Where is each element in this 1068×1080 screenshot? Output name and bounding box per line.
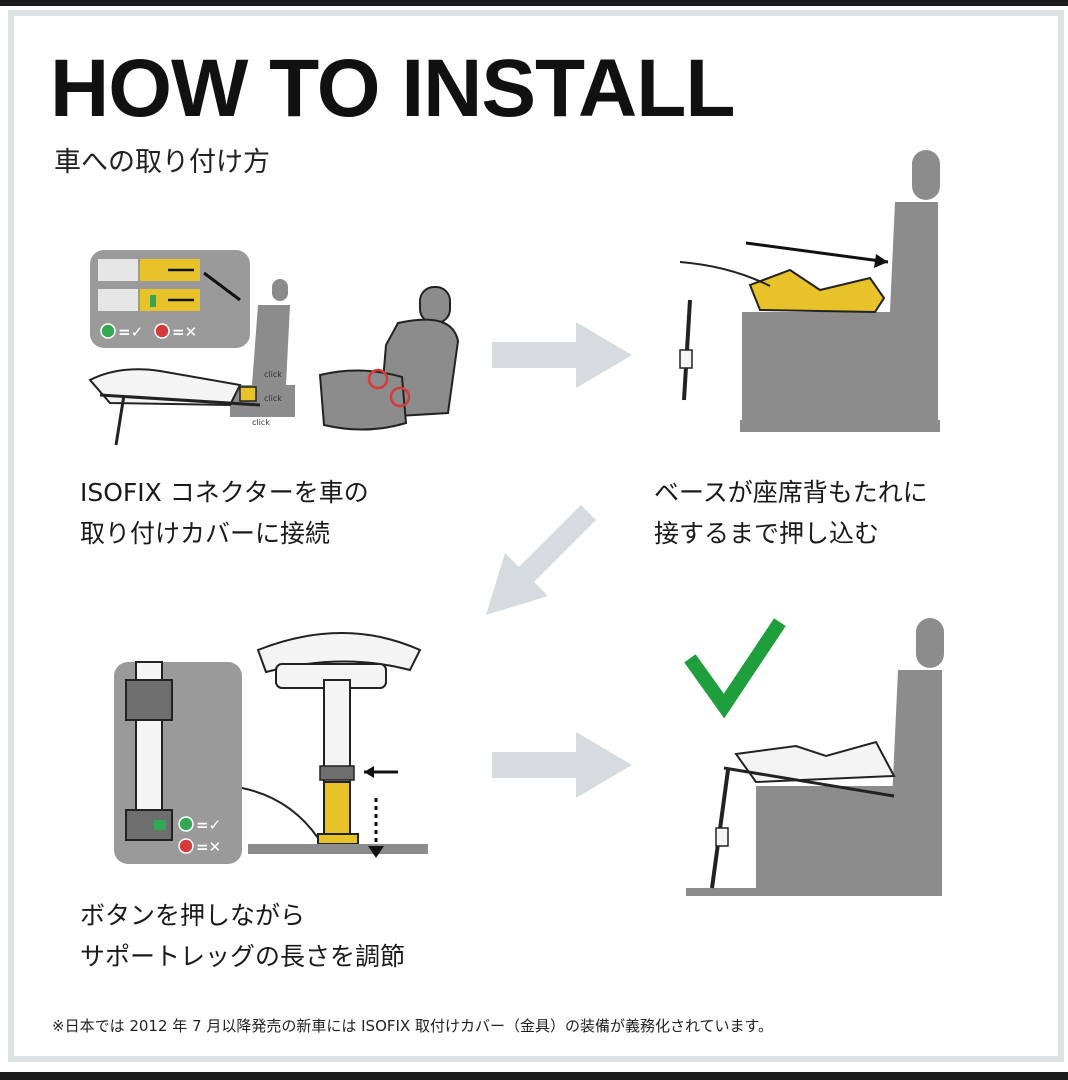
next-step-arrow-icon: [486, 505, 596, 615]
step1-inset: =✓ =✕: [90, 250, 250, 348]
click-label: click: [252, 418, 270, 427]
caption-line: ISOFIX コネクターを車の: [80, 478, 369, 507]
step3-caption: ボタンを押しながら サポートレッグの長さを調節: [80, 895, 405, 977]
anchor-point-icon: [389, 386, 411, 408]
step3-illustration: =✓ =✕: [114, 632, 428, 864]
ng-indicator-icon: [154, 323, 170, 339]
click-label: click: [264, 370, 282, 379]
caption-line: ボタンを押しながら: [80, 901, 306, 930]
step2-seat: [740, 150, 940, 432]
ok-indicator-label: =✓: [118, 323, 143, 341]
top-border: [0, 0, 1068, 6]
caption-line: 取り付けカバーに接続: [80, 519, 331, 548]
installed-base: [710, 740, 896, 889]
ng-indicator-label: =✕: [196, 838, 221, 856]
step2-illustration: [679, 150, 940, 432]
installed-seat: [686, 618, 944, 896]
vehicle-seat-icon: [318, 286, 460, 431]
ng-indicator-icon: [178, 838, 194, 854]
next-step-arrow-icon: [492, 322, 632, 388]
caption-line: ベースが座席背もたれに: [654, 478, 928, 507]
caption-line: 接するまで押し込む: [654, 519, 880, 548]
ng-indicator-label: =✕: [172, 323, 197, 341]
bottom-border: [0, 1072, 1068, 1080]
footnote: ※日本では 2012 年 7 月以降発売の新車には ISOFIX 取付けカバー（…: [52, 1017, 774, 1035]
anchor-point-icon: [367, 368, 389, 390]
ok-indicator-icon: [100, 323, 116, 339]
page-title: HOW TO INSTALL: [50, 43, 735, 134]
ok-indicator-label: =✓: [196, 816, 221, 834]
check-mark-icon: [684, 618, 786, 719]
click-label: click: [264, 394, 282, 403]
support-leg: [241, 632, 428, 858]
step2-caption: ベースが座席背もたれに 接するまで押し込む: [654, 472, 928, 554]
next-step-arrow-icon: [492, 732, 632, 798]
step1-caption: ISOFIX コネクターを車の 取り付けカバーに接続: [80, 472, 369, 554]
step1-seat: [230, 279, 295, 417]
installed-illustration: [686, 618, 944, 896]
step1-illustration: =✓ =✕ click click click: [88, 250, 460, 446]
step1-base: [88, 368, 261, 446]
caption-line: サポートレッグの長さを調節: [80, 942, 406, 971]
ok-indicator-icon: [178, 816, 194, 832]
step2-base: [679, 241, 889, 401]
page-subtitle: 車への取り付け方: [54, 147, 270, 178]
step3-inset: =✓ =✕: [114, 661, 242, 864]
